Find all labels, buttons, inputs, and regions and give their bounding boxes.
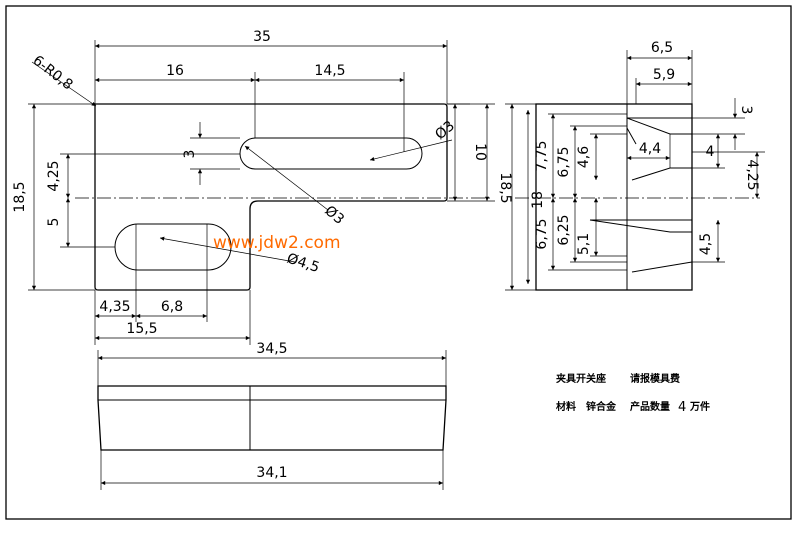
dim-upper-slot-dia: Ø3 <box>432 118 458 143</box>
dim-14-5: 14,5 <box>314 63 345 79</box>
dim-16: 16 <box>166 63 184 79</box>
dim-10: 10 <box>472 143 488 161</box>
dim-7-75: 7,75 <box>534 140 550 171</box>
dim-34-5: 34,5 <box>256 341 287 357</box>
note-quantity-unit: 万件 <box>689 400 710 413</box>
top-view-outline <box>94 103 448 291</box>
dim-18-5-left: 18,5 <box>12 181 28 212</box>
dim-6-75-lower: 6,75 <box>534 218 550 249</box>
front-view: 34,5 34,1 <box>97 341 447 490</box>
note-material-label: 材料 <box>556 400 576 413</box>
dim-18: 18 <box>530 191 546 209</box>
dim-18-5-right: 18,5 <box>497 172 513 203</box>
dim-4-25: 4,25 <box>46 160 62 191</box>
dim-4-4: 4,4 <box>639 141 661 157</box>
dim-15-5: 15,5 <box>126 321 157 337</box>
note-part-name: 夹具开关座 <box>556 372 606 385</box>
dim-4-5: 4,5 <box>698 233 714 255</box>
front-view-outline <box>97 385 447 451</box>
dim-4-35: 4,35 <box>99 299 130 315</box>
dim-4-6: 4,6 <box>576 146 592 168</box>
top-view: 35 16 14,5 6-R0,8 3 Ø3 10 18,5 <box>12 29 513 345</box>
dim-5: 5 <box>46 218 62 227</box>
note-part-name-suffix: 请报模具费 <box>630 372 680 385</box>
upper-slot <box>239 137 423 170</box>
dim-6-8: 6,8 <box>161 299 183 315</box>
dim-6-25: 6,25 <box>556 214 572 245</box>
dim-5-9: 5,9 <box>653 67 675 83</box>
notes: 夹具开关座 请报模具费 材料 锌合金 产品数量 4 万件 <box>556 372 710 415</box>
dim-5-1: 5,1 <box>576 233 592 255</box>
dim-3-chamfer: 3 <box>738 106 754 115</box>
dim-6-5: 6,5 <box>651 40 673 56</box>
note-quantity-value: 4 <box>678 400 686 415</box>
dim-corner-radius: 6-R0,8 <box>30 53 76 94</box>
note-quantity-label: 产品数量 <box>630 400 670 413</box>
side-view: 6,5 5,9 3 4 4,25 4,4 4,5 18 7,75 <box>505 40 765 291</box>
drawing-frame <box>5 5 792 520</box>
note-material-value: 锌合金 <box>586 400 617 413</box>
watermark: www.jdw2.com <box>213 233 341 253</box>
dim-6-75-upper: 6,75 <box>556 146 572 177</box>
dim-4-25-right: 4,25 <box>744 159 760 190</box>
dim-lower-slot-dia: Ø3 <box>321 203 347 228</box>
dim-lower-slot-hole: Ø4,5 <box>285 251 322 277</box>
dim-35: 35 <box>253 29 271 45</box>
dim-34-1: 34,1 <box>256 465 287 481</box>
